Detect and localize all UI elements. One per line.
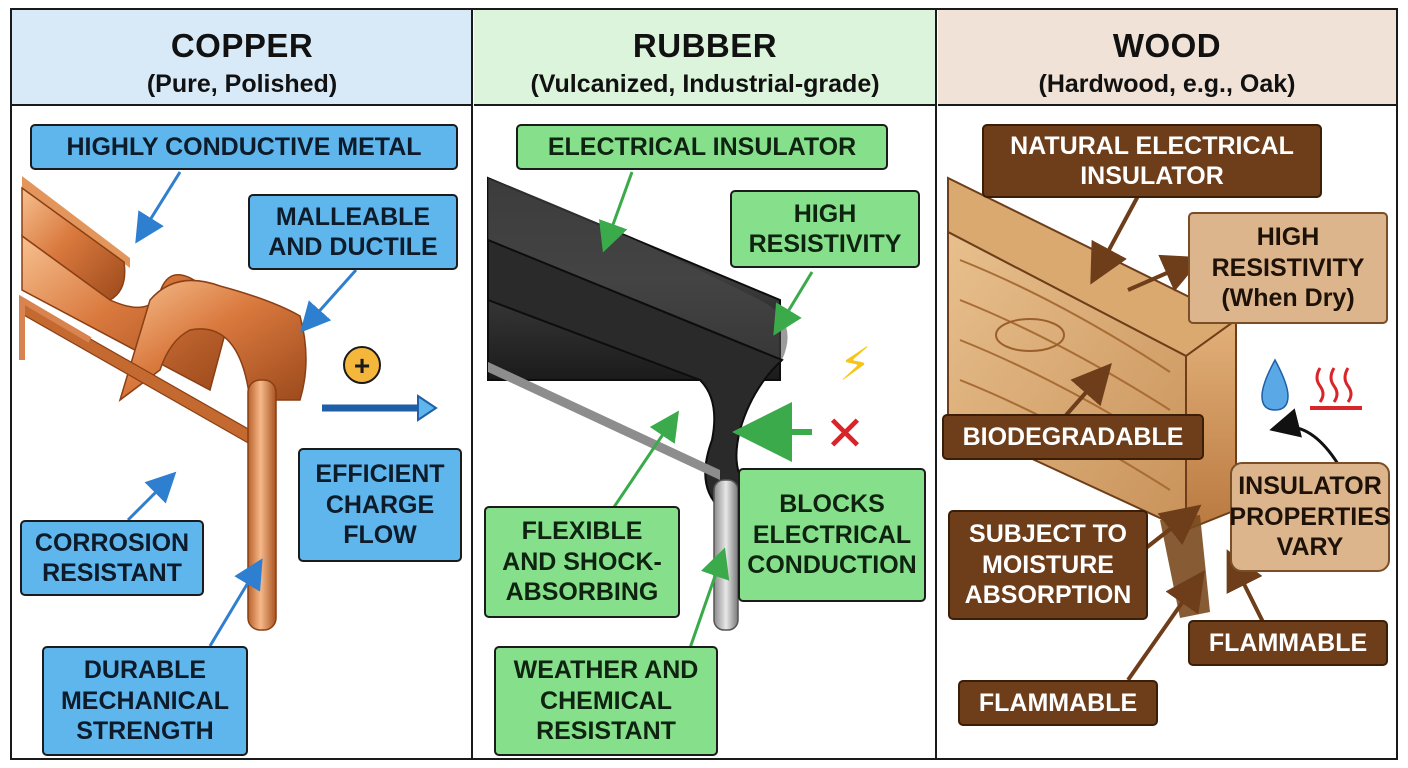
- copper-label-durable: DURABLE MECHANICAL STRENGTH: [42, 646, 248, 756]
- copper-header: COPPER (Pure, Polished): [12, 10, 472, 106]
- copper-title: COPPER: [170, 27, 314, 64]
- copper-label-charge-flow: EFFICIENT CHARGE FLOW: [298, 448, 462, 562]
- heat-waves-icon: [1310, 367, 1362, 410]
- rubber-label-weather: WEATHER AND CHEMICAL RESISTANT: [494, 646, 718, 756]
- vary-arrow: [1269, 408, 1340, 465]
- divider-2: [935, 8, 937, 760]
- copper-label-malleable: MALLEABLE AND DUCTILE: [248, 194, 458, 270]
- wood-header: WOOD (Hardwood, e.g., Oak): [938, 10, 1396, 106]
- rubber-profile: [487, 176, 788, 631]
- wood-label-moisture: SUBJECT TO MOISTURE ABSORPTION: [948, 510, 1148, 620]
- copper-subtitle: (Pure, Polished): [146, 70, 338, 98]
- wood-label-biodegradable: BIODEGRADABLE: [942, 414, 1204, 460]
- rubber-subtitle: (Vulcanized, Industrial-grade): [530, 70, 880, 98]
- divider-1: [471, 8, 473, 760]
- rubber-header: RUBBER (Vulcanized, Industrial-grade): [474, 10, 936, 106]
- wood-label-flammable-right: FLAMMABLE: [1188, 620, 1388, 666]
- wood-label-natural-insulator: NATURAL ELECTRICAL INSULATOR: [982, 124, 1322, 198]
- rubber-label-flexible: FLEXIBLE AND SHOCK- ABSORBING: [484, 506, 680, 618]
- wood-label-resistivity: HIGH RESISTIVITY (When Dry): [1188, 212, 1388, 324]
- rubber-label-insulator: ELECTRICAL INSULATOR: [516, 124, 888, 170]
- copper-label-corrosion: CORROSION RESISTANT: [20, 520, 204, 596]
- outer-frame: [10, 8, 1398, 760]
- copper-label-highly-conductive: HIGHLY CONDUCTIVE METAL: [30, 124, 458, 170]
- wood-label-vary: INSULATOR PROPERTIES VARY: [1229, 462, 1391, 572]
- positive-charge-icon: [343, 346, 381, 384]
- positive-charge-symbol: +: [354, 350, 370, 381]
- lightning-icon: ⚡: [839, 337, 871, 391]
- rubber-title: RUBBER: [632, 27, 778, 64]
- copper-profile: [19, 176, 307, 631]
- wood-label-flammable-bottom: FLAMMABLE: [958, 680, 1158, 726]
- rubber-label-blocks: BLOCKS ELECTRICAL CONDUCTION: [738, 468, 926, 602]
- wood-subtitle: (Hardwood, e.g., Oak): [1038, 70, 1296, 98]
- wood-title: WOOD: [1112, 27, 1222, 64]
- block-x-icon: ✕: [825, 406, 865, 462]
- rubber-label-resistivity: HIGH RESISTIVITY: [730, 190, 920, 268]
